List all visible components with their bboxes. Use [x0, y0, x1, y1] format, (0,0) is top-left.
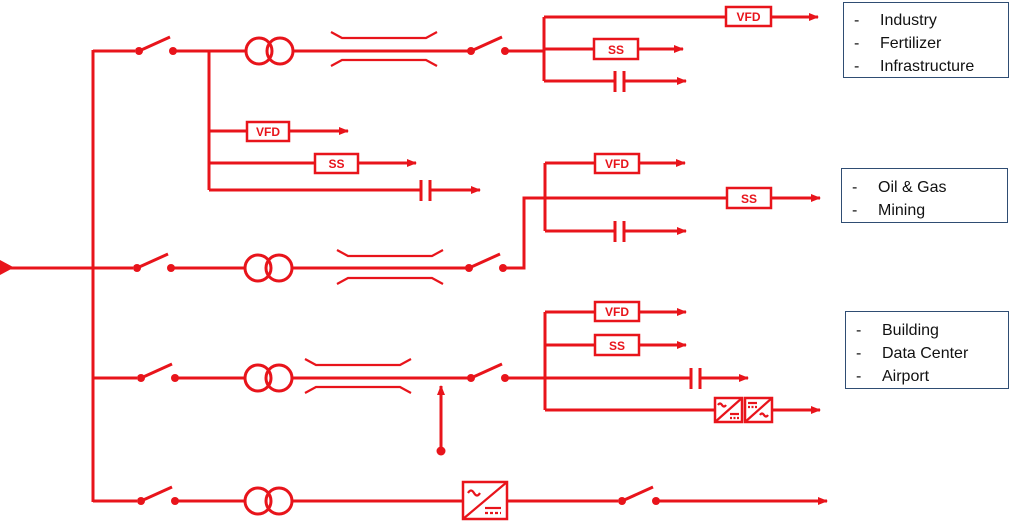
legend-item: -Oil & Gas	[852, 179, 947, 196]
legend-item: -Mining	[852, 202, 926, 219]
vfd-label: VFD	[605, 305, 629, 319]
feeder-2: VFD SS	[93, 152, 821, 285]
breaker-switch	[470, 35, 503, 53]
filter-symbol	[330, 31, 438, 67]
incoming-arrow-icon	[0, 260, 14, 275]
ss-label: SS	[741, 192, 757, 206]
tap-arrow	[436, 385, 446, 456]
vfd-label: VFD	[256, 125, 280, 139]
incoming-feeder	[0, 50, 95, 502]
dc-ac-inverter-icon	[743, 396, 774, 424]
feeder-4	[93, 480, 828, 521]
legend-item: -Infrastructure	[854, 58, 975, 75]
ac-dc-converter-icon	[713, 396, 744, 424]
vfd-label: VFD	[605, 157, 629, 171]
transformer-icon	[243, 253, 294, 283]
legend-box-1: -Industry -Fertilizer -Infrastructure	[843, 2, 1009, 78]
breaker-switch	[468, 252, 501, 270]
breaker-switch	[140, 485, 173, 503]
filter-symbol	[336, 249, 444, 285]
ss-label: SS	[328, 157, 344, 171]
transformer-icon	[244, 36, 295, 66]
filter-symbol	[304, 358, 412, 394]
ss-label: SS	[608, 43, 624, 57]
breaker-switch	[138, 35, 171, 53]
legend-item: -Data Center	[856, 345, 969, 362]
capacitor-icon	[613, 221, 626, 242]
breaker-switch	[621, 485, 654, 503]
legend-box-2: -Oil & Gas -Mining	[841, 168, 1008, 223]
legend-item: -Airport	[856, 368, 930, 385]
breaker-switch	[140, 362, 173, 380]
legend-item: -Building	[856, 322, 939, 339]
capacitor-icon	[419, 180, 432, 201]
breaker-switch	[470, 362, 503, 380]
ac-dc-rectifier-icon	[461, 480, 509, 521]
transformer-icon	[243, 363, 294, 393]
legend-item: -Industry	[854, 12, 937, 29]
legend-box-3: -Building -Data Center -Airport	[845, 311, 1009, 389]
vfd-label: VFD	[737, 10, 761, 24]
legend-item: -Fertilizer	[854, 35, 942, 52]
transformer-icon	[243, 486, 294, 516]
feeder-1: VFD SS VFD SS	[93, 5, 819, 201]
feeder-3: VFD SS	[93, 300, 821, 456]
ss-label: SS	[609, 339, 625, 353]
capacitor-icon	[613, 71, 626, 92]
capacitor-icon	[689, 368, 702, 389]
breaker-switch	[136, 252, 169, 270]
